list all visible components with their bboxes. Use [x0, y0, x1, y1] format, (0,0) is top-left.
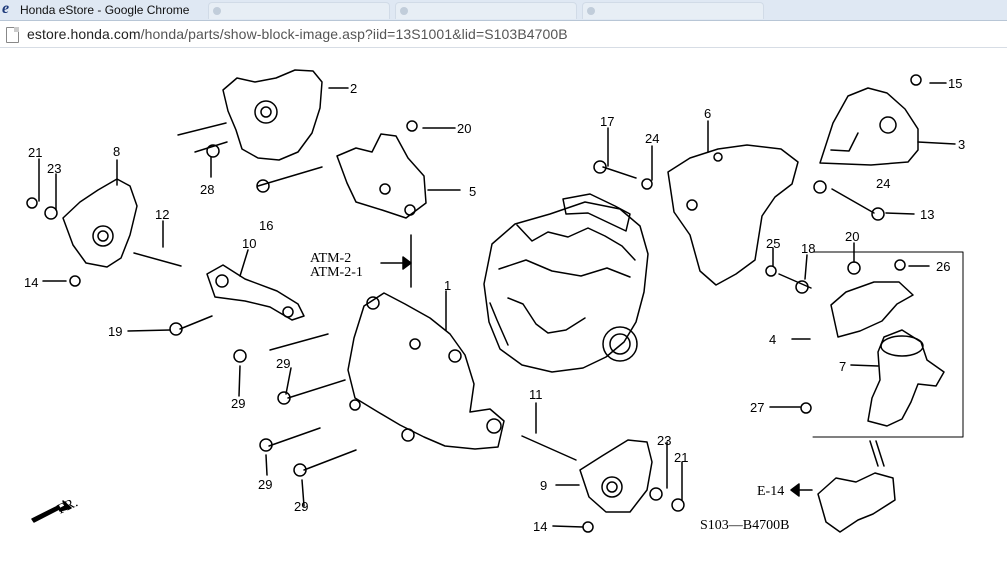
- callout-28: 28: [200, 182, 214, 197]
- url-text[interactable]: estore.honda.com/honda/parts/show-block-…: [27, 26, 568, 42]
- page-icon: [6, 27, 19, 43]
- callout-25: 25: [766, 236, 780, 251]
- callout-21: 21: [28, 145, 42, 160]
- callout-8: 8: [113, 144, 120, 159]
- callout-9: 9: [540, 478, 547, 493]
- callout-29c: 29: [258, 477, 272, 492]
- callout-23b: 23: [657, 433, 671, 448]
- engine-mount-diagram: 2 15 20 3 17 24 6 21 23 8 12 28 5 16 24 …: [24, 69, 965, 534]
- callout-atm-2: ATM-2: [310, 251, 351, 266]
- callout-14: 14: [24, 275, 38, 290]
- callout-16: 16: [259, 218, 273, 233]
- mount-7: [867, 329, 945, 427]
- engine-block-outline: [483, 201, 649, 373]
- callout-10: 10: [242, 236, 256, 251]
- parts-diagram: 2 15 20 3 17 24 6 21 23 8 12 28 5 16 24 …: [0, 48, 1007, 559]
- callout-27: 27: [750, 400, 764, 415]
- diagram-reference-code: S103—B4700B: [700, 518, 789, 533]
- tab-favicon-icon: [213, 7, 221, 15]
- callout-3: 3: [958, 137, 965, 152]
- callout-11: 11: [529, 387, 543, 402]
- background-tab[interactable]: [582, 2, 764, 19]
- tab-favicon-icon: [400, 7, 408, 15]
- callout-14b: 14: [533, 519, 547, 534]
- callout-26: 26: [936, 259, 950, 274]
- title-bar: e Honda eStore - Google Chrome: [0, 0, 1007, 21]
- mount-2: [222, 69, 323, 161]
- bracket-6: [667, 144, 799, 286]
- callout-20: 20: [457, 121, 471, 136]
- callout-atm-2-1: ATM-2-1: [310, 265, 363, 280]
- callout-24: 24: [645, 131, 659, 146]
- tab-favicon-icon: [587, 7, 595, 15]
- front-direction-label: FR.: [55, 495, 80, 517]
- callout-1: 1: [444, 278, 451, 293]
- e14-bracket: [817, 472, 896, 533]
- background-tab[interactable]: [395, 2, 577, 19]
- callout-2: 2: [350, 81, 357, 96]
- bracket-1: [347, 292, 505, 450]
- callout-29d: 29: [294, 499, 308, 514]
- callout-15: 15: [948, 76, 962, 91]
- callout-13: 13: [920, 207, 934, 222]
- callout-24b: 24: [876, 176, 890, 191]
- callout-29b: 29: [231, 396, 245, 411]
- callout-6: 6: [704, 106, 711, 121]
- callout-18: 18: [801, 241, 815, 256]
- link-10: [206, 264, 305, 321]
- callout-5: 5: [469, 184, 476, 199]
- window-title: Honda eStore - Google Chrome: [20, 3, 190, 17]
- chrome-app-icon: e: [2, 0, 10, 17]
- callout-12: 12: [155, 207, 169, 222]
- callout-7: 7: [839, 359, 846, 374]
- callout-e-14: E-14: [757, 484, 784, 499]
- callout-23: 23: [47, 161, 61, 176]
- callout-21b: 21: [674, 450, 688, 465]
- address-bar[interactable]: estore.honda.com/honda/parts/show-block-…: [0, 21, 1007, 48]
- mount-3: [819, 87, 919, 166]
- bracket-5: [336, 133, 427, 219]
- callout-17: 17: [600, 114, 614, 129]
- callout-19: 19: [108, 324, 122, 339]
- callout-20b: 20: [845, 229, 859, 244]
- bracket-8: [62, 178, 138, 268]
- background-tab[interactable]: [208, 2, 390, 19]
- callout-4: 4: [769, 332, 776, 347]
- mount-9: [579, 439, 653, 513]
- callout-29a: 29: [276, 356, 290, 371]
- bracket-4: [830, 281, 914, 338]
